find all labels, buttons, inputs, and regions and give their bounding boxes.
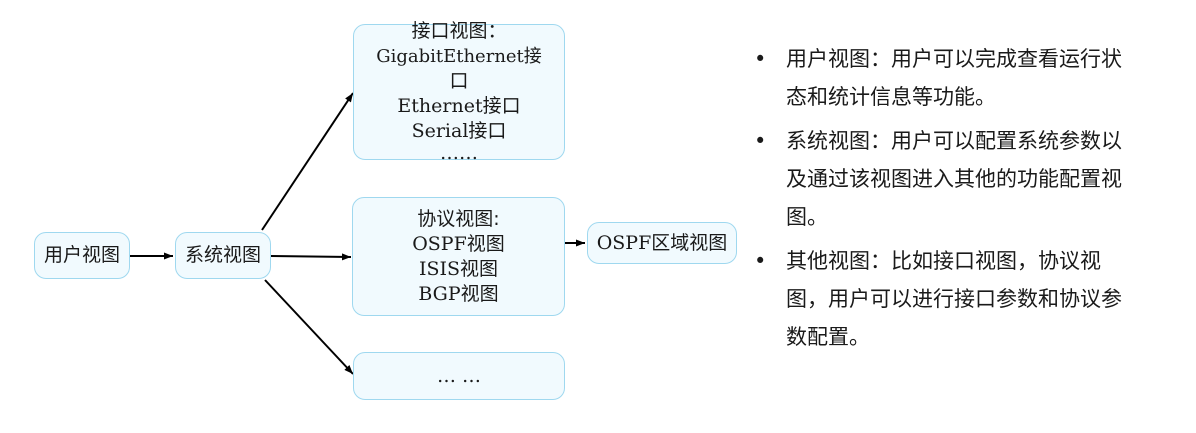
bullet-item: • 系统视图：用户可以配置系统参数以及通过该视图进入其他的功能配置视图。 xyxy=(752,122,1140,236)
node-protocol-view: 协议视图: OSPF视图 ISIS视图 BGP视图 xyxy=(352,197,565,316)
bullet-item: • 用户视图：用户可以完成查看运行状态和统计信息等功能。 xyxy=(752,40,1140,116)
node-protocol-view-line: ISIS视图 xyxy=(418,257,499,280)
bullet-marker: • xyxy=(754,249,767,273)
bullet-text: 其他视图：比如接口视图，协议视图，用户可以进行接口参数和协议参数配置。 xyxy=(786,249,1122,349)
bullet-marker: • xyxy=(754,129,767,153)
bullet-item: • 其他视图：比如接口视图，协议视图，用户可以进行接口参数和协议参数配置。 xyxy=(752,242,1140,356)
node-interface-view-line: …… xyxy=(440,142,478,164)
node-protocol-view-title: 协议视图: xyxy=(417,207,500,230)
node-user-view: 用户视图 xyxy=(34,232,130,279)
arrow-system-to-other xyxy=(264,279,354,375)
node-ospf-area-view-label: OSPF区域视图 xyxy=(596,231,728,254)
node-other-view: … … xyxy=(353,352,565,400)
node-interface-view-title: 接口视图： xyxy=(411,20,507,42)
bullet-list: • 用户视图：用户可以完成查看运行状态和统计信息等功能。 • 系统视图：用户可以… xyxy=(752,40,1172,362)
node-other-view-label: … … xyxy=(436,364,482,387)
node-system-view-label: 系统视图 xyxy=(184,244,261,266)
bullet-marker: • xyxy=(754,47,767,71)
node-interface-view: 接口视图： GigabitEthernet接 口 Ethernet接口 Seri… xyxy=(353,20,565,164)
arrow-system-to-interface xyxy=(261,92,354,231)
node-protocol-view-line: OSPF视图 xyxy=(412,232,505,255)
arrow-system-to-protocol xyxy=(270,253,352,261)
node-interface-view-line: Ethernet接口 xyxy=(397,95,521,117)
node-interface-view-line: GigabitEthernet接 xyxy=(376,46,542,67)
node-interface-view-line: Serial接口 xyxy=(411,120,507,142)
node-protocol-view-line: BGP视图 xyxy=(418,282,499,305)
node-user-view-label: 用户视图 xyxy=(43,244,120,266)
node-interface-view-line: 口 xyxy=(449,70,469,92)
node-ospf-area-view: OSPF区域视图 xyxy=(587,222,737,264)
node-system-view: 系统视图 xyxy=(175,232,271,279)
bullet-text: 系统视图：用户可以配置系统参数以及通过该视图进入其他的功能配置视图。 xyxy=(786,129,1122,229)
bullet-text: 用户视图：用户可以完成查看运行状态和统计信息等功能。 xyxy=(786,47,1122,109)
